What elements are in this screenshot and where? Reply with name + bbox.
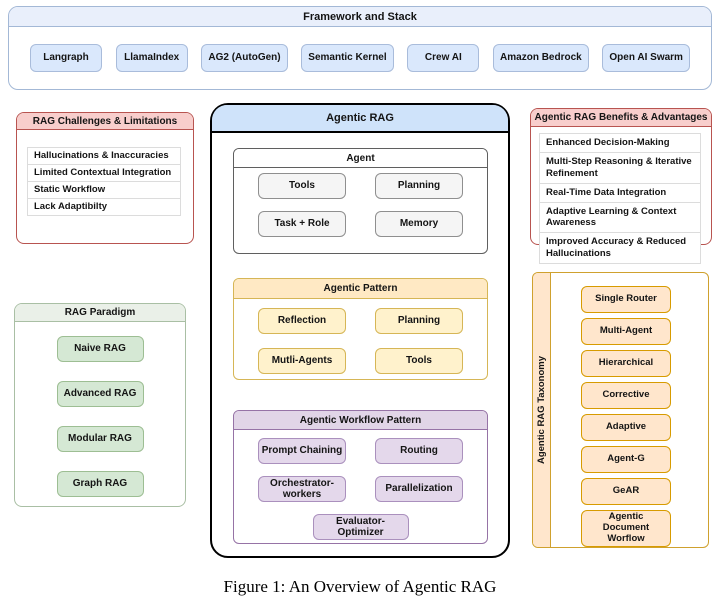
agentic-workflow-node: Prompt Chaining — [258, 438, 346, 464]
agentic-rag-title: Agentic RAG — [212, 105, 508, 133]
taxonomy-node: GeAR — [581, 478, 671, 505]
challenge-list-item: Static Workflow — [27, 180, 181, 199]
agentic-pattern-node: Planning — [375, 308, 463, 334]
agentic-workflow-node: Routing — [375, 438, 463, 464]
agent-node: Planning — [375, 173, 463, 199]
agentic-pattern-node: Mutli-Agents — [258, 348, 346, 374]
paradigm-node: Naive RAG — [56, 336, 144, 362]
taxonomy-node: Agentic Document Worflow — [581, 510, 671, 547]
benefits-title: Agentic RAG Benefits & Advantages — [531, 109, 711, 127]
framework-item-node: AG2 (AutoGen) — [201, 44, 288, 72]
figure-caption: Figure 1: An Overview of Agentic RAG — [223, 577, 497, 596]
framework-stack-items: Langraph LlamaIndex AG2 (AutoGen) Semantic … — [9, 27, 711, 89]
rag-paradigm-items: Naive RAG Advanced RAG Modular RAG Graph RA… — [15, 322, 185, 497]
agent-node: Memory — [375, 211, 463, 237]
agentic-pattern-node: Reflection — [258, 308, 346, 334]
framework-item-node: LlamaIndex — [115, 44, 188, 72]
benefit-list-item: Improved Accuracy & Reduced Hallucinatio… — [539, 232, 701, 264]
challenge-list-item: Lack Adaptibilty — [27, 197, 181, 216]
agentic-workflow-pattern-box: Agentic Workflow Pattern Prompt Chaining… — [233, 410, 488, 544]
rag-challenges-title: RAG Challenges & Limitations — [17, 113, 193, 130]
agentic-workflow-pattern-title: Agentic Workflow Pattern — [234, 411, 487, 430]
rag-paradigm-panel: RAG Paradigm Naive RAG Advanced RAG Modula… — [14, 303, 186, 507]
framework-item-node: Semantic Kernel — [301, 44, 394, 72]
benefit-list-item: Multi-Step Reasoning & Iterative Refinem… — [539, 151, 701, 184]
taxonomy-title-strip: Agentic RAG Taxonomy — [533, 273, 551, 547]
agent-node: Tools — [258, 173, 346, 199]
agentic-workflow-node: Evaluator-Optimizer — [312, 514, 409, 540]
taxonomy-node: Adaptive — [581, 414, 671, 441]
taxonomy-node: Multi-Agent — [581, 318, 671, 345]
agentic-workflow-node: Parallelization — [375, 476, 463, 502]
framework-stack-title: Framework and Stack — [9, 7, 711, 27]
benefit-list-item: Adaptive Learning & Context Awareness — [539, 201, 701, 234]
benefit-list-item: Enhanced Decision-Making — [539, 133, 701, 153]
framework-item-node: Crew AI — [407, 44, 480, 72]
agent-title: Agent — [234, 149, 487, 168]
taxonomy-title: Agentic RAG Taxonomy — [536, 355, 547, 465]
benefits-panel: Agentic RAG Benefits & Advantages Enhanc… — [530, 108, 712, 264]
framework-item-node: Amazon Bedrock — [493, 44, 589, 72]
paradigm-node: Modular RAG — [56, 426, 144, 452]
taxonomy-node: Corrective — [581, 382, 671, 409]
challenge-list-item: Hallucinations & Inaccuracies — [27, 147, 181, 165]
framework-item-node: Langraph — [30, 44, 102, 72]
framework-stack-panel: Framework and Stack Langraph LlamaIndex AG… — [8, 6, 712, 90]
taxonomy-node: Single Router — [581, 286, 671, 313]
paradigm-node: Advanced RAG — [56, 381, 144, 407]
rag-paradigm-title: RAG Paradigm — [15, 304, 185, 322]
paradigm-node: Graph RAG — [56, 471, 144, 497]
agentic-pattern-node: Tools — [375, 348, 463, 374]
agent-node: Task + Role — [258, 211, 346, 237]
taxonomy-node: Hierarchical — [581, 350, 671, 377]
rag-challenges-panel: RAG Challenges & Limitations Hallucinati… — [16, 112, 194, 244]
framework-item-node: Open AI Swarm — [602, 44, 690, 72]
agentic-workflow-node: Orchestrator-workers — [258, 476, 346, 502]
challenge-list-item: Limited Contextual Integration — [27, 163, 181, 182]
agentic-pattern-title: Agentic Pattern — [234, 279, 487, 299]
benefit-list-item: Real-Time Data Integration — [539, 182, 701, 203]
taxonomy-node: Agent-G — [581, 446, 671, 473]
